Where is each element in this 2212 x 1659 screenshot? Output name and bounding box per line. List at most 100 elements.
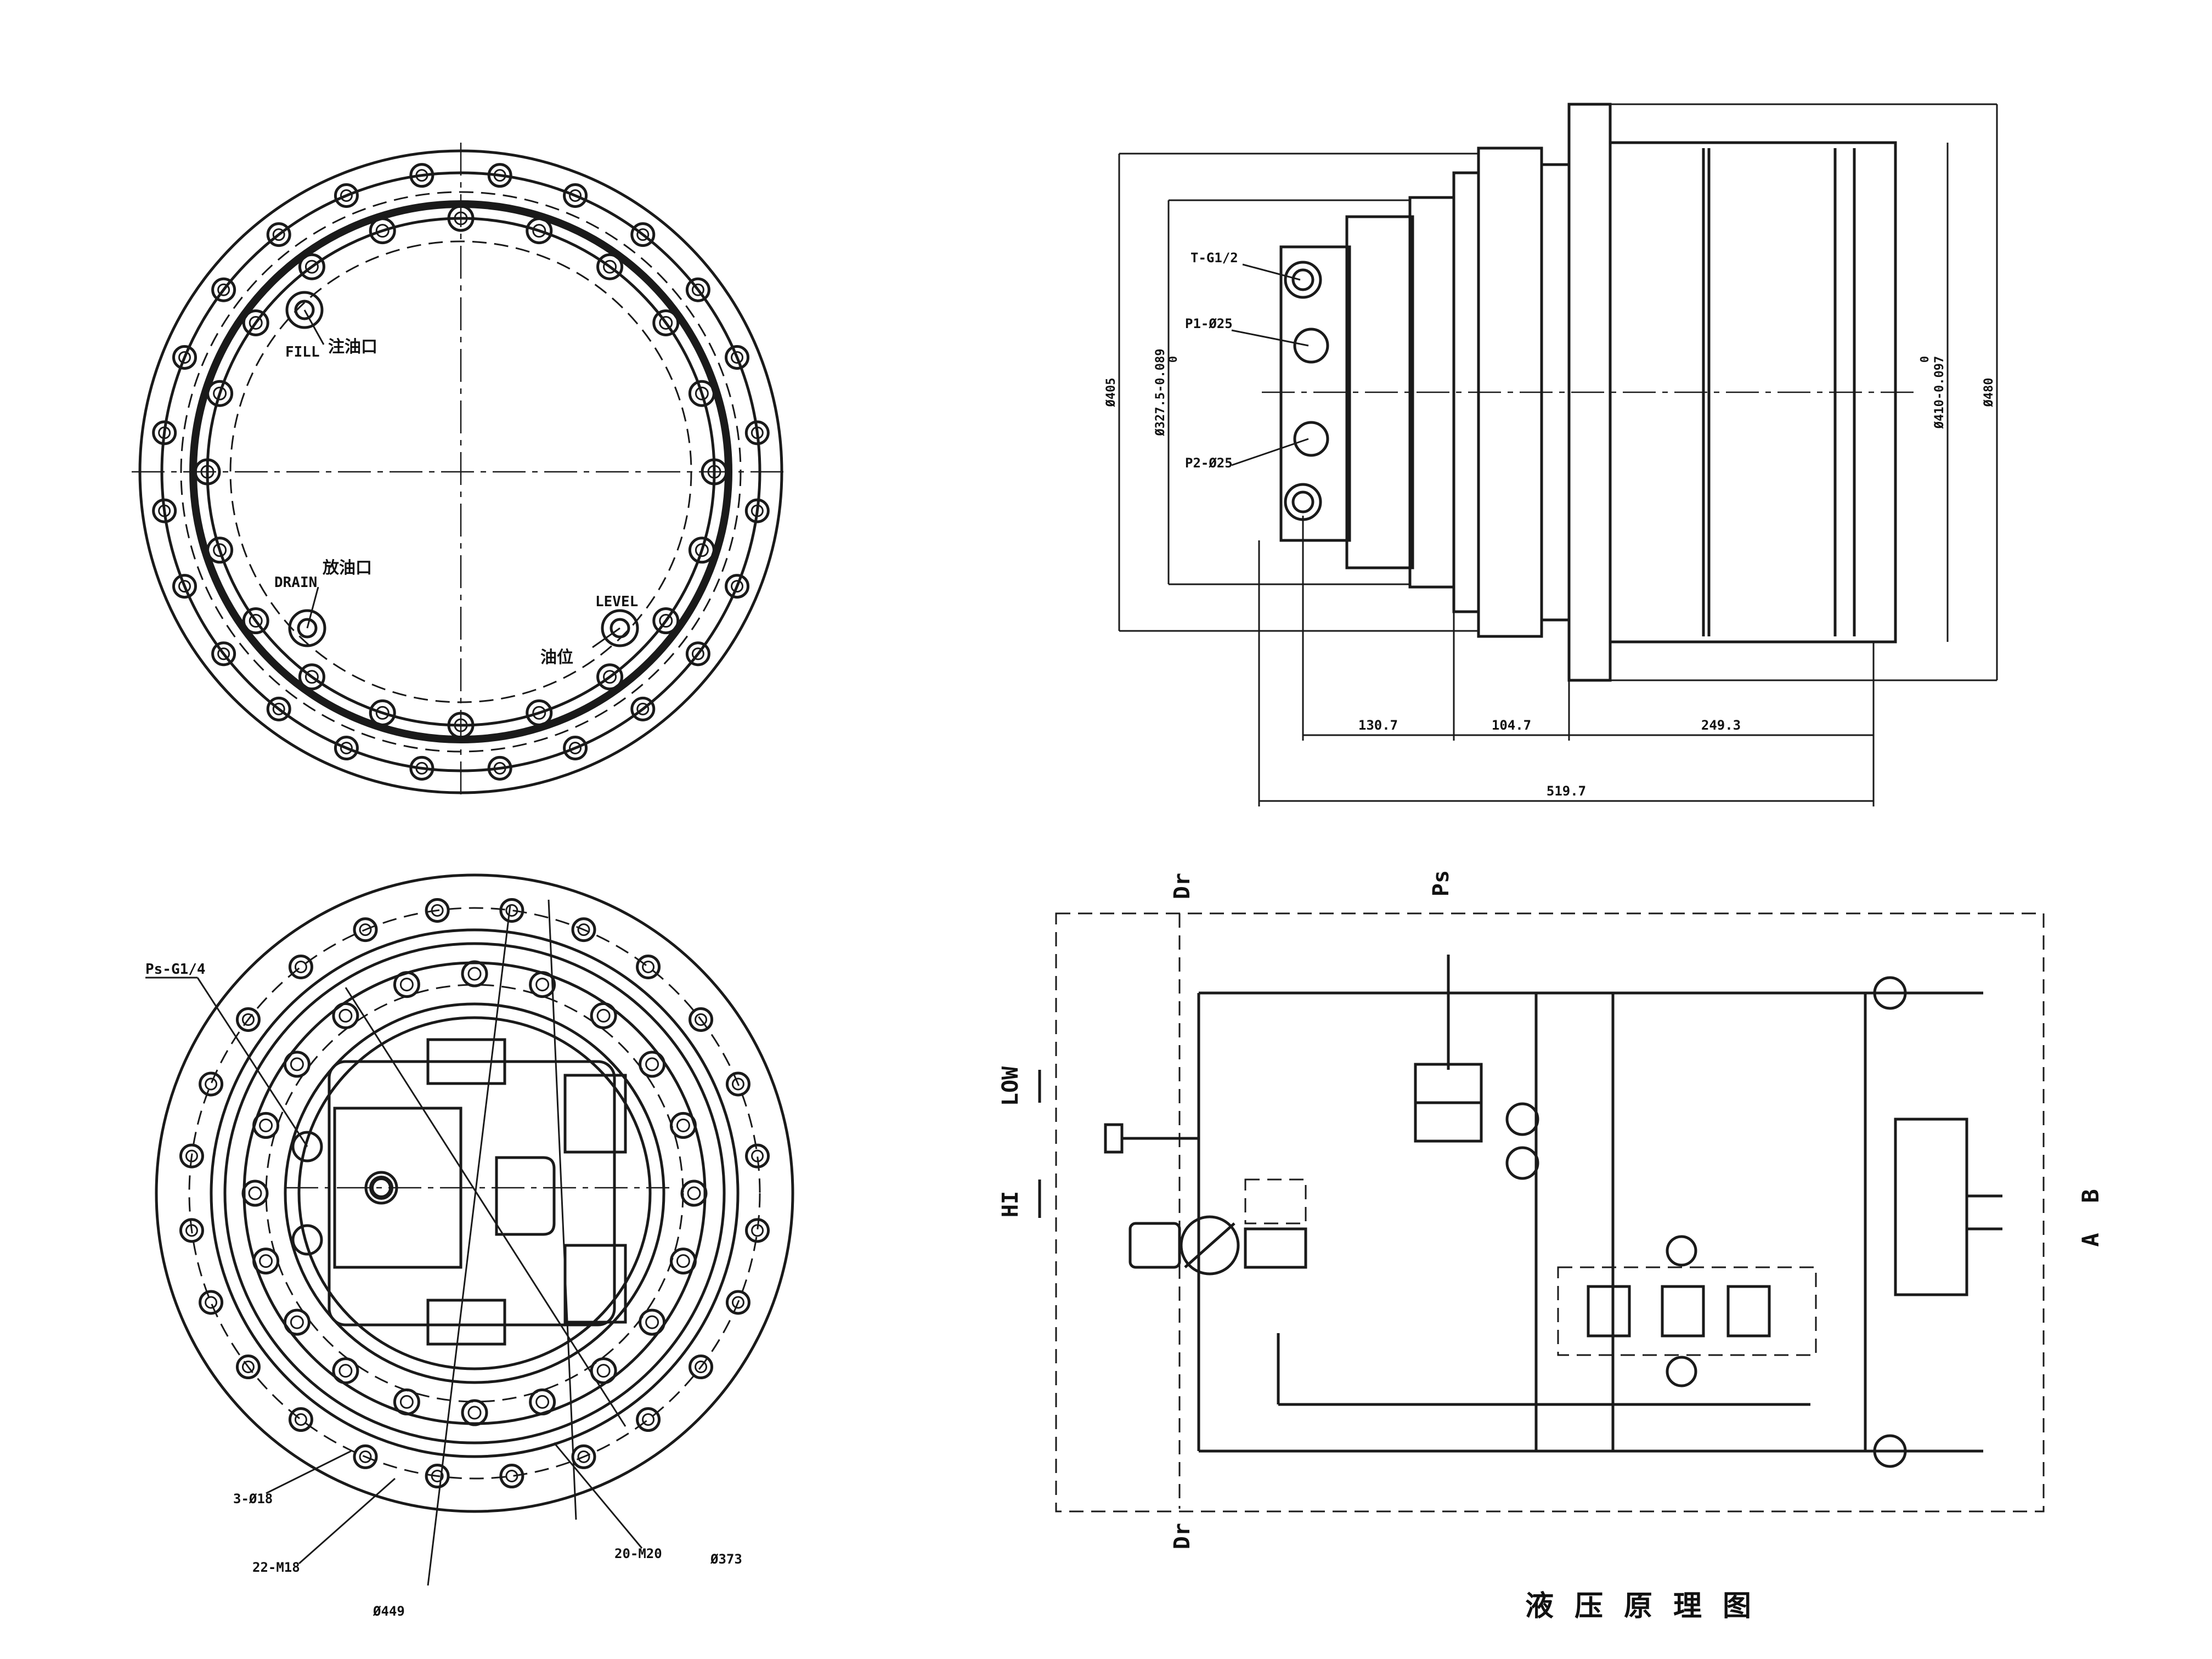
rear-outer-bolt-hole	[199, 1071, 224, 1097]
outer-bolt-hole	[487, 755, 512, 781]
inner-bolt-hole-bore	[213, 386, 227, 400]
rear-outer-bolt-hole-bore	[751, 1224, 764, 1237]
rear-outer-bolt-hole-bore	[505, 1470, 518, 1483]
level-port-circle	[601, 609, 639, 647]
rear-inner-bolt-hole	[283, 1308, 311, 1336]
fill-port-bore	[294, 300, 315, 320]
dim-d405-text: Ø405	[1104, 378, 1118, 408]
holes-3-label: 3-Ø18	[233, 1491, 273, 1506]
rear-inner-bolt-hole	[461, 1399, 488, 1426]
outer-bolt-hole-bore	[493, 761, 506, 775]
inner-bolt-hole-bore	[659, 315, 673, 330]
rear-outer-bolt-holes	[179, 898, 770, 1489]
dr-top-label: Dr	[1170, 873, 1195, 899]
drain-port-circle	[288, 609, 326, 647]
rear-inner-bolt-hole-bore	[467, 967, 482, 981]
rear-outer-bolt-hole-bore	[695, 1361, 708, 1374]
dim-d327-tol: 0	[1166, 356, 1180, 363]
inner-bolt-hole	[447, 205, 475, 232]
drain-port-bore	[297, 618, 318, 639]
rear-outer-bolt-hole-bore	[359, 923, 372, 936]
inner-bolt-hole-bore	[454, 211, 468, 225]
rear-outer-bolt-hole-bore	[505, 904, 518, 917]
port-t-leader	[1242, 263, 1301, 281]
rear-inner-bolt-hole	[461, 960, 488, 988]
inner-bolt-hole-bore	[707, 465, 721, 479]
rear-inner-bolt-hole-bore	[687, 1186, 701, 1200]
motor-variable-arrow	[1184, 1222, 1235, 1268]
inner-bolt-holes	[194, 205, 728, 739]
rear-outer-bolt-hole	[745, 1218, 770, 1243]
rear-inner-bolt-hole	[241, 1180, 269, 1207]
rear-outer-bolt-hole	[689, 1007, 714, 1032]
inner-bolt-hole-bore	[375, 224, 390, 238]
outer-bolt-hole-bore	[691, 647, 704, 661]
rear-inner-bolt-hole-bore	[338, 1008, 353, 1023]
dia-449-label: Ø449	[373, 1604, 405, 1619]
inner-bolt-hole-bore	[603, 670, 617, 684]
shuttle-check-1	[1505, 1102, 1539, 1136]
ps-top-label: Ps	[1429, 870, 1454, 896]
ps-leader	[196, 977, 308, 1147]
port-p2-circle	[1293, 421, 1329, 457]
rear-ring-1	[223, 942, 726, 1444]
rear-outer-bolt-hole	[288, 1407, 313, 1432]
outer-bolt-hole-bore	[569, 189, 582, 202]
outer-bolt-hole	[744, 498, 770, 523]
rear-inner-bolt-hole-bore	[645, 1057, 659, 1071]
inner-bolt-hole-bore	[200, 465, 215, 479]
low-label: LOW	[998, 1066, 1023, 1106]
outer-bolt-hole-bore	[415, 169, 428, 182]
rear-inner-bolt-hole	[590, 1357, 617, 1385]
rear-inner-bolt-hole	[680, 1180, 708, 1207]
rear-inner-bolt-hole-bore	[535, 978, 550, 992]
rear-inner-bolt-hole-bore	[676, 1118, 690, 1132]
ps-port-circle-1	[291, 1131, 323, 1163]
rear-outer-bolt-hole-bore	[294, 960, 307, 973]
center-cutout	[495, 1156, 556, 1236]
outer-bolt-hole	[744, 420, 770, 445]
fill-label: FILL	[285, 344, 320, 360]
rear-inner-bolt-hole	[252, 1248, 280, 1275]
rear-inner-bolt-hole-bore	[399, 1395, 414, 1409]
outer-bolt-hole	[409, 163, 435, 188]
port-p1-circle	[1293, 328, 1329, 364]
rear-outer-bolt-hole-bore	[185, 1224, 198, 1237]
bottom-boss	[426, 1299, 506, 1346]
rear-outer-bolt-hole-bore	[241, 1013, 255, 1026]
dim-d410-text: Ø410-0.097	[1933, 356, 1946, 429]
rear-ring-3	[284, 1002, 665, 1384]
outer-bolt-hole	[487, 163, 512, 188]
dim-104-text: 104.7	[1492, 718, 1531, 733]
rear-outer-bolt-hole	[179, 1143, 204, 1169]
outer-bolt-hole-bore	[751, 426, 764, 439]
rear-outer-bolt-hole-bore	[359, 1450, 372, 1463]
rear-inner-bolt-hole	[590, 1002, 617, 1029]
hydraulic-motor-symbol	[1180, 1215, 1240, 1276]
rear-outer-bolt-hole	[425, 898, 450, 923]
outer-bolt-hole-bore	[178, 351, 191, 364]
rear-inner-bolt-hole	[393, 1388, 420, 1415]
outer-bolt-hole	[211, 277, 236, 302]
outer-bolt-hole	[630, 696, 656, 721]
holes-3-leader	[266, 1450, 352, 1494]
outer-bolt-hole	[409, 755, 435, 781]
rear-inner-bolt-hole	[669, 1248, 697, 1275]
inner-bolt-hole	[652, 607, 680, 635]
check-valve-b	[1873, 1434, 1907, 1468]
dim-d480-text: Ø480	[1982, 378, 1996, 408]
inner-bolt-hole	[701, 458, 728, 486]
pilot-port	[1104, 1123, 1124, 1154]
inner-bolt-hole	[688, 380, 715, 407]
port-p1-label: P1-Ø25	[1185, 316, 1233, 331]
drain-port-circle-side	[1284, 483, 1322, 521]
check-valve-a	[1873, 976, 1907, 1010]
holes-22-leader	[298, 1477, 396, 1565]
inner-bolt-hole-bore	[695, 543, 709, 557]
outer-bolt-hole-bore	[636, 228, 650, 241]
outer-bolt-holes	[152, 163, 770, 781]
rear-outer-bolt-hole-bore	[642, 960, 655, 973]
rear-outer-bolt-hole-bore	[577, 1450, 590, 1463]
level-cn-label: 油位	[540, 648, 573, 667]
